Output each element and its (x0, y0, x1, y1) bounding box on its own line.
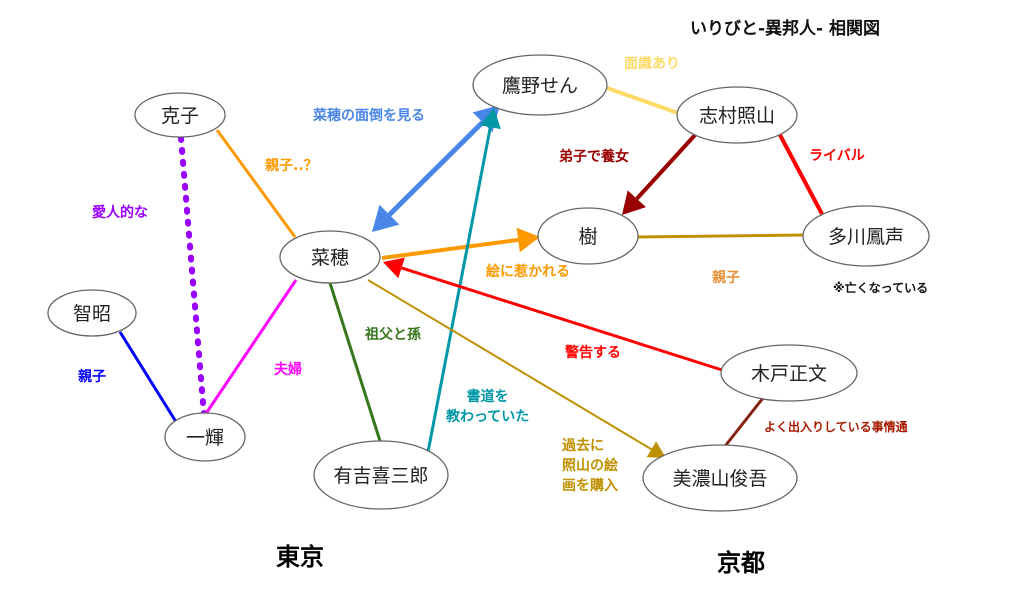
node-label-katsuko: 克子 (161, 105, 199, 127)
node-shimura[interactable] (676, 86, 798, 144)
edge-label-itsuki-tagawa: 親子 (712, 270, 740, 286)
edge-label-kido-naho: 警告する (565, 345, 621, 361)
edge-takano-shimura (606, 86, 679, 115)
node-label-ariyoshi: 有吉喜三郎 (333, 465, 428, 487)
edge-kazuki-naho (203, 279, 298, 416)
edge-naho-itsuki (381, 237, 519, 260)
node-label-tomoaki: 智昭 (73, 303, 111, 325)
edge-label-kazuki-naho: 夫婦 (274, 362, 302, 378)
edge-label-naho-ariyoshi: 祖父と孫 (365, 327, 421, 343)
edge-naho-ariyoshi (328, 282, 382, 442)
region-kyoto: 京都 (717, 549, 765, 577)
edge-shimura-itsuki (635, 133, 697, 201)
arrowhead-icon (479, 108, 501, 130)
edge-katsuko-kazuki (178, 135, 207, 418)
edge-label-naho-itsuki: 絵に惹かれる (486, 264, 570, 280)
edge-tomoaki-kazuki (118, 331, 180, 426)
region-tokyo: 東京 (276, 543, 324, 571)
tagawa-note: ※亡くなっている (833, 281, 929, 295)
arrowhead-icon (646, 441, 666, 458)
edge-itsuki-tagawa (637, 233, 804, 239)
edge-ariyoshi-takano (426, 126, 492, 453)
diagram-title: いりびと-異邦人- 相関図 (690, 19, 881, 39)
node-label-takano: 鷹野せん (502, 75, 578, 97)
node-minoyama[interactable] (642, 444, 798, 512)
node-label-naho: 菜穂 (311, 247, 349, 269)
node-label-kido: 木戸正文 (751, 363, 827, 385)
edge-kido-naho (401, 266, 723, 372)
node-label-minoyama: 美濃山俊吾 (672, 468, 767, 490)
node-kazuki[interactable] (164, 412, 246, 462)
edge-naho-minoyama (367, 279, 652, 451)
node-ariyoshi[interactable] (313, 440, 449, 510)
arrowhead-icon (372, 204, 400, 232)
node-naho[interactable] (279, 230, 381, 284)
node-label-tagawa: 多川鳳声 (828, 226, 904, 248)
edge-label-takano-shimura: 面識あり (624, 56, 680, 72)
node-label-kazuki: 一輝 (186, 427, 224, 449)
edge-label-shimura-itsuki: 弟子で養女 (559, 149, 629, 165)
node-katsuko[interactable] (134, 92, 226, 138)
edge-naho-takano (387, 120, 485, 217)
node-tomoaki[interactable] (47, 289, 137, 337)
arrowhead-icon (622, 190, 646, 215)
edge-label-naho-takano: 菜穂の面倒を見る (313, 108, 425, 124)
edge-label-ariyoshi-takano: 書道を 教わっていた (446, 389, 530, 425)
node-takano[interactable] (472, 54, 608, 116)
node-itsuki[interactable] (537, 207, 639, 265)
edge-label-tomoaki-kazuki: 親子 (78, 369, 106, 385)
edge-label-naho-minoyama: 過去に 照山の絵 画を購入 (562, 438, 618, 494)
arrowhead-icon (516, 227, 540, 253)
edge-label-katsuko-kazuki: 愛人的な (92, 205, 148, 221)
edge-shimura-tagawa (778, 134, 824, 215)
node-label-itsuki: 樹 (578, 226, 597, 248)
edge-katsuko-naho (215, 129, 297, 238)
node-label-shimura: 志村照山 (699, 105, 775, 127)
edge-label-katsuko-naho: 親子..？ (265, 158, 318, 174)
edge-kido-minoyama (720, 397, 765, 451)
node-kido[interactable] (720, 344, 858, 402)
edge-label-shimura-tagawa: ライバル (809, 148, 865, 164)
node-tagawa[interactable] (802, 205, 930, 267)
arrowhead-icon (383, 257, 405, 279)
edge-label-kido-minoyama: よく出入りしている事情通 (764, 420, 908, 434)
